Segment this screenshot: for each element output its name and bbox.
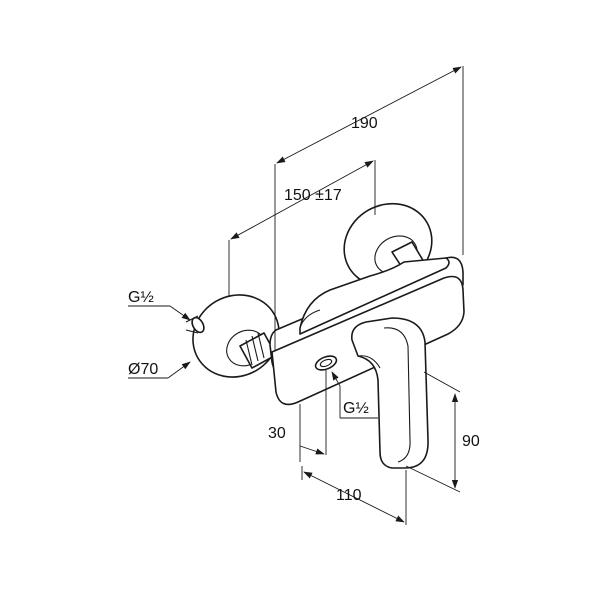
mixer-drawing (185, 202, 465, 469)
label-90: 90 (462, 433, 480, 450)
dimension-labels: 190 150 ±17 G½ Ø70 G½ 30 90 110 (128, 115, 480, 504)
label-g12-outlet: G½ (343, 400, 369, 417)
label-110: 110 (336, 487, 362, 504)
inlet-stub-left (185, 315, 205, 334)
label-150: 150 ±17 (284, 187, 342, 204)
label-190: 190 (351, 115, 378, 132)
leader-g12-left (128, 305, 191, 321)
leader-g12-outlet (331, 371, 378, 419)
label-30: 30 (268, 425, 286, 442)
dim-110 (301, 466, 407, 525)
lever-handle (350, 317, 429, 469)
dim-90 (405, 371, 461, 493)
dimension-lines (128, 66, 464, 525)
dim-150 (228, 160, 376, 296)
leader-d70 (128, 361, 191, 379)
dim-30 (299, 370, 327, 462)
left-flange (192, 294, 280, 378)
label-d70: Ø70 (128, 361, 158, 378)
label-g12-left: G½ (128, 289, 154, 306)
